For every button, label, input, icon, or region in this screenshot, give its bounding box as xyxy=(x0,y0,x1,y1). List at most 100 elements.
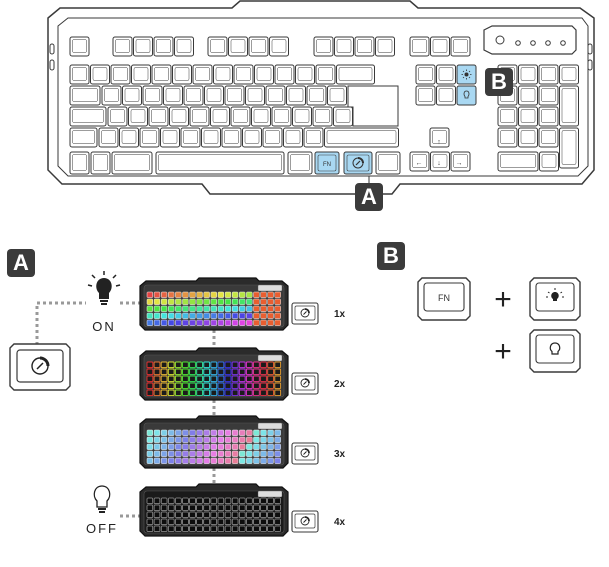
keyboard-key[interactable] xyxy=(269,36,289,57)
brightness-down-key[interactable] xyxy=(456,85,477,106)
keyboard-key[interactable] xyxy=(107,106,128,127)
keyboard-key[interactable] xyxy=(436,64,456,85)
keyboard-key[interactable] xyxy=(69,64,90,85)
keyboard-key[interactable] xyxy=(228,36,248,57)
keyboard-key[interactable] xyxy=(180,127,201,148)
keyboard-key[interactable] xyxy=(497,127,518,148)
keyboard-key[interactable] xyxy=(409,36,430,57)
keyboard-key[interactable] xyxy=(327,85,347,106)
keyboard-key[interactable] xyxy=(283,127,303,148)
keyboard-key[interactable] xyxy=(221,127,242,148)
keyboard-key[interactable] xyxy=(315,64,336,85)
brightness-up-key-large[interactable] xyxy=(529,277,581,321)
keyboard-key[interactable] xyxy=(69,106,107,127)
keyboard-key[interactable] xyxy=(518,64,538,85)
keyboard-key[interactable] xyxy=(333,106,353,127)
keyboard-key[interactable] xyxy=(69,36,90,57)
keyboard-key[interactable] xyxy=(224,85,245,106)
light-effect-key[interactable] xyxy=(343,151,373,175)
light-effect-button-large[interactable] xyxy=(9,343,71,391)
keyboard-key[interactable] xyxy=(172,64,192,85)
keyboard-key[interactable] xyxy=(128,106,148,127)
keyboard-key[interactable] xyxy=(248,36,269,57)
keyboard-key[interactable] xyxy=(210,106,230,127)
keyboard-key[interactable] xyxy=(287,151,313,175)
keyboard-key[interactable] xyxy=(436,85,456,106)
keyboard-key[interactable] xyxy=(497,106,518,127)
keyboard-key[interactable] xyxy=(213,64,233,85)
keyboard-key[interactable] xyxy=(429,127,450,148)
keyboard-key[interactable] xyxy=(174,36,194,57)
keyboard-key[interactable] xyxy=(336,64,375,85)
keyboard-key[interactable] xyxy=(169,106,189,127)
keyboard-key[interactable] xyxy=(112,36,133,57)
keyboard-key[interactable] xyxy=(265,85,286,106)
keyboard-key[interactable] xyxy=(286,85,306,106)
keyboard-key[interactable] xyxy=(375,36,395,57)
keyboard-key[interactable] xyxy=(204,85,224,106)
fn-key[interactable]: FN xyxy=(314,151,340,175)
keyboard-key[interactable] xyxy=(538,64,559,85)
keyboard-key[interactable] xyxy=(131,64,151,85)
keyboard-key[interactable] xyxy=(539,151,559,172)
keyboard-key[interactable] xyxy=(262,127,283,148)
keyboard-key[interactable] xyxy=(69,151,90,175)
keyboard-key[interactable] xyxy=(230,106,251,127)
keyboard-key[interactable] xyxy=(518,85,538,106)
keyboard-key[interactable] xyxy=(151,64,172,85)
keyboard-key[interactable] xyxy=(160,127,180,148)
keyboard-key[interactable] xyxy=(101,85,122,106)
keyboard-key[interactable] xyxy=(69,127,98,148)
keyboard-key[interactable] xyxy=(163,85,183,106)
keyboard-key[interactable] xyxy=(98,127,119,148)
keyboard-key[interactable] xyxy=(111,151,153,175)
keyboard-key[interactable] xyxy=(274,64,295,85)
keyboard-key[interactable] xyxy=(559,85,579,127)
keyboard-key[interactable] xyxy=(354,36,375,57)
keyboard-key[interactable] xyxy=(450,151,471,172)
keyboard-key[interactable] xyxy=(518,106,538,127)
keyboard-key[interactable] xyxy=(415,85,436,106)
keyboard-key[interactable] xyxy=(142,85,163,106)
keyboard-key[interactable] xyxy=(559,64,579,85)
keyboard-key[interactable] xyxy=(133,36,153,57)
brightness-down-key-large[interactable] xyxy=(529,329,581,373)
enter-key[interactable] xyxy=(347,85,399,127)
keyboard-key[interactable] xyxy=(430,151,450,172)
keyboard-key[interactable] xyxy=(251,106,271,127)
keyboard-key[interactable] xyxy=(148,106,169,127)
keyboard-key[interactable] xyxy=(110,64,131,85)
keyboard-key[interactable] xyxy=(245,85,265,106)
keyboard-key[interactable] xyxy=(119,127,139,148)
keyboard-key[interactable] xyxy=(538,106,559,127)
keyboard-key[interactable] xyxy=(313,36,334,57)
keyboard-key[interactable] xyxy=(538,85,559,106)
keyboard-key[interactable] xyxy=(497,151,539,172)
keyboard-key[interactable] xyxy=(559,127,579,169)
brightness-up-key[interactable] xyxy=(456,64,477,85)
keyboard-key[interactable] xyxy=(254,64,274,85)
keyboard-key[interactable] xyxy=(233,64,254,85)
keyboard-key[interactable] xyxy=(303,127,324,148)
keyboard-key[interactable] xyxy=(139,127,160,148)
keyboard-key[interactable] xyxy=(415,64,436,85)
keyboard-key[interactable] xyxy=(312,106,333,127)
keyboard-key[interactable] xyxy=(334,36,354,57)
keyboard-key[interactable] xyxy=(271,106,292,127)
keyboard-key[interactable] xyxy=(207,36,228,57)
keyboard-key[interactable] xyxy=(153,36,174,57)
keyboard-key[interactable] xyxy=(295,64,315,85)
keyboard-key[interactable] xyxy=(538,127,559,148)
keyboard-key[interactable] xyxy=(69,85,101,106)
keyboard-key[interactable] xyxy=(90,151,111,175)
keyboard-key[interactable] xyxy=(430,36,450,57)
keyboard-key[interactable] xyxy=(375,151,401,175)
keyboard-key[interactable] xyxy=(306,85,327,106)
keyboard-key[interactable] xyxy=(122,85,142,106)
keyboard-key[interactable] xyxy=(292,106,312,127)
keyboard-key[interactable] xyxy=(450,36,471,57)
keyboard-key[interactable] xyxy=(90,64,110,85)
fn-key-large[interactable]: FN xyxy=(417,277,471,321)
keyboard-key[interactable] xyxy=(201,127,221,148)
keyboard-key[interactable] xyxy=(324,127,399,148)
